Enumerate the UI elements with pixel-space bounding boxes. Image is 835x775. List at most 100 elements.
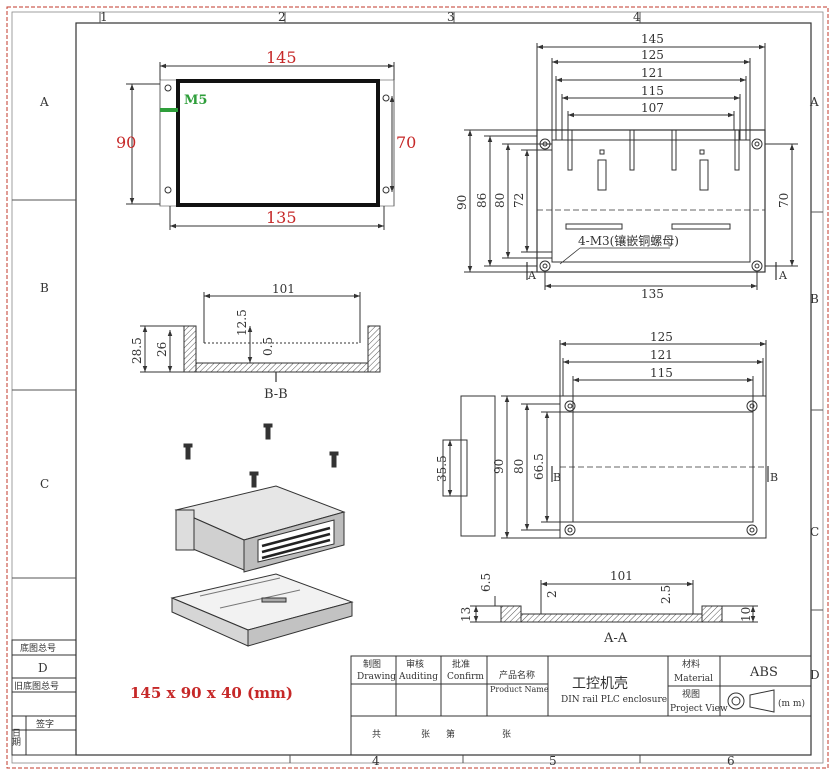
dim-2: 2 [545,590,559,598]
dim-80: 80 [493,193,507,208]
section-b-b-label: B-B [264,387,288,402]
product-name-cn: 产品名称 [499,669,535,681]
dim-80-b: 80 [512,459,526,474]
row-right-a: A [809,95,819,109]
dim-121: 121 [641,66,664,80]
dim-145: 145 [641,32,664,46]
base-map-no: 底图总号 [20,642,56,654]
section-a-left: A [527,269,537,282]
row-right-c: C [810,525,819,539]
dim-66-5: 66.5 [532,453,546,480]
col-top-1: 1 [100,10,108,24]
material-cn: 材料 [682,658,700,670]
screw-icons [183,423,339,488]
signature-label: 签字 [36,718,54,730]
dim-125: 125 [641,48,664,62]
dim-6-5: 6.5 [479,573,493,592]
section-a-a [470,580,758,623]
dim-101-a: 101 [610,569,633,583]
section-b-b [140,292,381,382]
dim-0-5: 0.5 [261,337,275,356]
date-label: 日期 [10,728,21,747]
dim-101: 101 [272,282,295,296]
section-b-left: B [553,471,561,484]
dim-70-right: 70 [396,133,416,152]
row-left-b: B [40,281,49,295]
dim-115: 115 [641,84,664,98]
dim-121-b: 121 [650,348,673,362]
dim-2-5: 2.5 [659,585,673,604]
left-strip-labels: 底图总号 旧底图总号 签字 日期 [10,642,59,747]
drawing-en: Drawing [357,672,396,682]
bottom-view [442,340,769,539]
product-name-en: Product Name [490,685,549,694]
product-en: DIN rail PLC enclosure [561,695,667,705]
dim-28-5: 28.5 [130,337,144,364]
sheet-unit-1: 张 [421,729,430,740]
dim-12-5: 12.5 [235,309,249,336]
sheets-total: 共 [372,729,381,740]
green-screw-mark [160,108,178,112]
drawing-cn: 制图 [363,658,381,670]
old-base-map-no: 旧底图总号 [14,680,59,692]
view-cn: 视图 [682,688,700,700]
dim-86: 86 [475,193,489,208]
col-bottom-6: 6 [727,754,735,768]
material-en: Material [674,674,713,684]
auditing-en: Auditing [398,672,438,682]
bottom-view-labels: 125 121 115 90 80 66.5 35.5 B B [435,330,778,484]
dim-13: 13 [459,607,473,622]
unit-label: (m m) [778,698,805,709]
dim-115-b: 115 [650,366,673,380]
material-value: ABS [749,665,778,680]
auditing-cn: 审核 [406,658,424,670]
confirm-cn: 批准 [452,658,470,670]
title-block-labels: 制图 Drawing 审核 Auditing 批准 Confirm 产品名称 P… [357,658,805,740]
sheet-unit-2: 张 [502,729,511,740]
dim-125-b: 125 [650,330,673,344]
zone-labels: 1 2 3 4 4 5 6 A B C D A B C D [38,10,820,768]
row-right-b: B [810,292,819,306]
right-top-view-labels: 145 125 121 115 107 90 86 80 72 70 135 4… [455,32,791,301]
row-left-a: A [39,95,49,109]
section-b-b-labels: 101 12.5 0.5 28.5 26 B-B [130,282,295,402]
col-top-2: 2 [278,10,286,24]
col-bottom-5: 5 [549,754,557,768]
dim-90: 90 [455,195,469,210]
dim-90-left: 90 [116,133,136,152]
section-a-a-labels: 101 2 2.5 6.5 13 10 A-A [459,569,753,646]
dim-135: 135 [641,287,664,301]
dim-90-b: 90 [492,459,506,474]
section-a-right: A [778,269,788,282]
dim-35-5: 35.5 [435,455,449,482]
enclosure-illustration [170,423,354,647]
left-strip [11,639,77,756]
dim-107: 107 [641,101,664,115]
col-top-3: 3 [447,10,455,24]
dim-10: 10 [739,607,753,622]
screw-m5-label: M5 [184,93,207,108]
section-a-a-label: A-A [603,631,628,646]
section-b-right: B [770,471,778,484]
row-right-d: D [810,668,820,682]
view-en: Project View [670,704,728,714]
col-bottom-4: 4 [372,754,380,768]
title-block [350,655,812,756]
dim-135-bottom: 135 [266,208,297,227]
dim-26: 26 [155,342,169,357]
top-view-labels: 145 90 70 135 M5 [116,48,416,227]
row-left-d: D [38,661,48,675]
dim-145-top: 145 [266,48,297,67]
sheet-no: 第 [446,728,455,740]
right-top-view [464,43,798,290]
insert-note: 4-M3(镶嵌铜螺母) [578,233,679,248]
dim-70: 70 [777,193,791,208]
confirm-en: Confirm [447,672,484,682]
dim-72: 72 [512,193,526,208]
drawing-frame [6,6,829,769]
product-cn: 工控机壳 [572,675,628,692]
row-left-c: C [40,477,49,491]
col-top-4: 4 [633,10,641,24]
top-view [126,62,395,230]
